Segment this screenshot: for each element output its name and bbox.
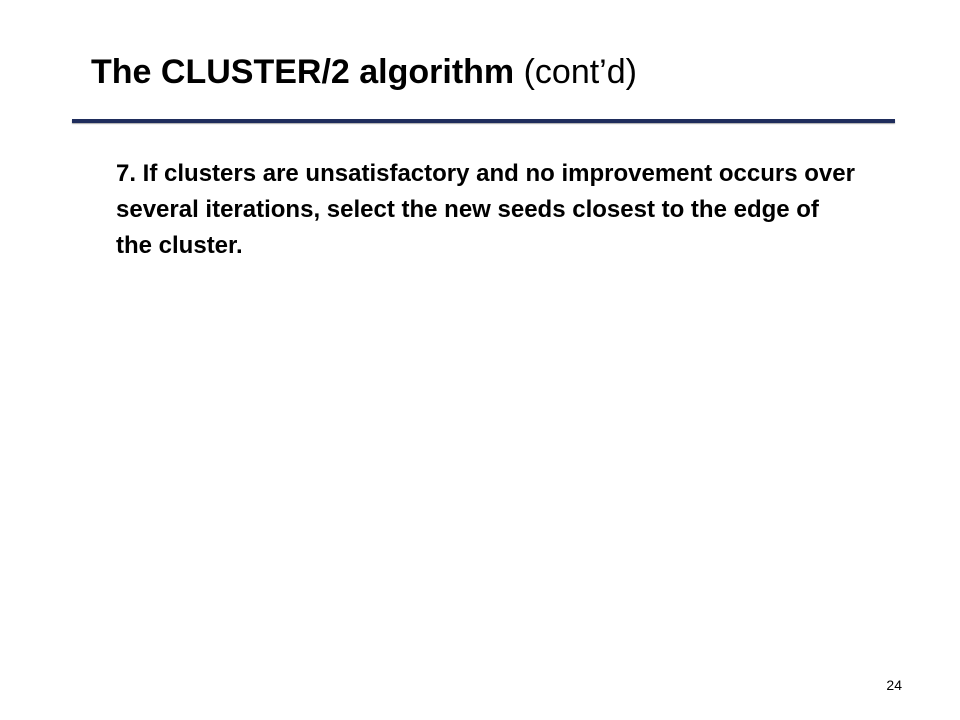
title-divider <box>72 119 895 123</box>
slide-title-main: The CLUSTER/2 algorithm <box>91 53 515 91</box>
page-number: 24 <box>886 677 902 693</box>
body-text: 7. If clusters are unsatisfactory and no… <box>116 160 855 259</box>
slide-title: The CLUSTER/2 algorithm (cont’d) <box>91 52 637 93</box>
slide-title-suffix: (cont’d) <box>523 53 637 91</box>
